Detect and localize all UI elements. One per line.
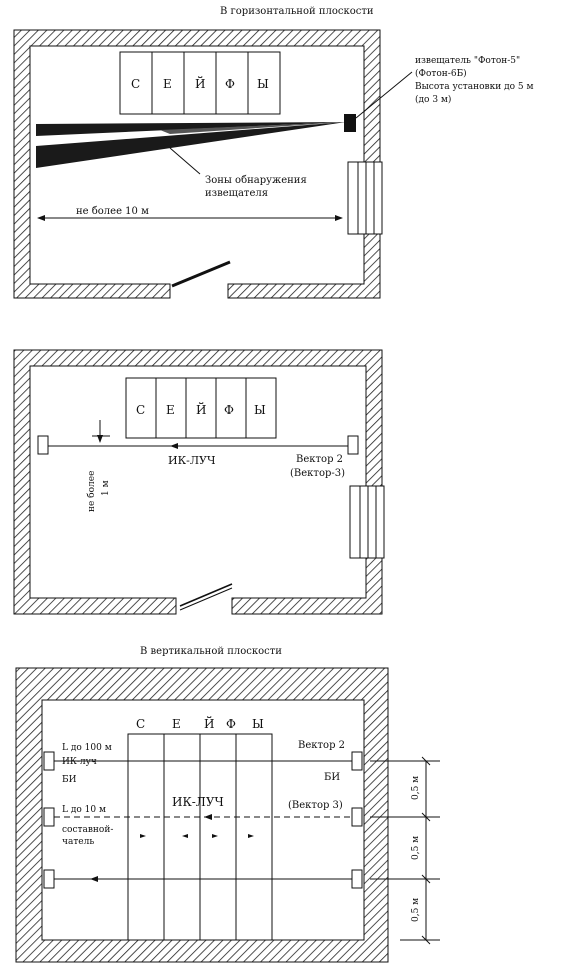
receiver-top-right	[351, 751, 363, 771]
room2-safe: С Е Й Ф Ы	[125, 377, 277, 439]
spacing-label-1: 0,5 м	[411, 776, 421, 800]
room2-window	[349, 485, 385, 559]
left-mid-label-1: L до 10 м	[62, 805, 106, 815]
safe-letter-5: Ы	[257, 77, 269, 91]
gap-label-2: 1 м	[101, 480, 111, 496]
room-elevation: С Е Й Ф Ы L до 100 м ИК-луч БИ L до 1	[15, 667, 440, 963]
safe3-letter-4: Ф	[226, 717, 236, 731]
safe3-letter-3: Й	[204, 715, 214, 731]
room1-walls	[13, 29, 381, 299]
detector-label-2: (Фотон-6Б)	[415, 68, 467, 79]
safe-letter-2: Е	[163, 77, 172, 91]
spacing-dimensions: 0,5 м 0,5 м 0,5 м	[370, 756, 440, 945]
safe-letter-3: Й	[195, 75, 205, 91]
left-mid-label-3: чатель	[62, 837, 94, 847]
vector3-label: (Вектор 3)	[288, 800, 343, 811]
room2-walls	[13, 349, 383, 615]
room1-safe: С Е Й Ф Ы	[119, 51, 281, 115]
vector2-label: Вектор 2	[298, 740, 345, 751]
spacing-label-3: 0,5 м	[411, 898, 421, 922]
safe-letter-1: С	[131, 77, 140, 91]
ir-beam-label-2: ИК-ЛУЧ	[168, 454, 215, 467]
detector-label-4: (до 3 м)	[415, 94, 451, 105]
gap-label-1: не более	[86, 471, 97, 512]
emitter-bottom-left	[43, 869, 55, 889]
room2-door	[179, 583, 233, 607]
left-top-label-2: ИК-луч	[62, 757, 97, 767]
safe3-letter-1: С	[136, 717, 145, 731]
emitter-mid-left	[43, 807, 55, 827]
vertical-plane-title: В вертикальной плоскости	[140, 646, 282, 657]
ir-beam-label-3: ИК-ЛУЧ	[172, 795, 224, 809]
distance-label: не более 10 м	[76, 206, 149, 217]
room1-door	[171, 260, 231, 288]
left-top-label-3: БИ	[62, 775, 77, 785]
photon-detector	[344, 114, 356, 132]
room3-safe: С Е Й Ф Ы	[127, 715, 273, 941]
room-plan-1: С Е Й Ф Ы извещатель "Фотон-5" (Фотон-6Б…	[13, 29, 534, 299]
safe2-letter-1: С	[136, 403, 145, 417]
safe2-letter-5: Ы	[254, 403, 266, 417]
horizontal-plane-title: В горизонтальной плоскости	[220, 6, 374, 17]
detector-label-1: извещатель "Фотон-5"	[415, 56, 520, 66]
safe3-letter-2: Е	[172, 717, 181, 731]
vector-label-1: Вектор 2	[296, 454, 343, 465]
safe2-letter-4: Ф	[224, 403, 234, 417]
column-arrows	[140, 834, 254, 838]
safe2-letter-2: Е	[166, 403, 175, 417]
detection-zones	[36, 122, 346, 168]
left-top-label-1: L до 100 м	[62, 743, 112, 753]
zones-label-2: извещателя	[205, 188, 268, 199]
emitter-left	[37, 435, 49, 455]
vector-label-2: (Вектор-3)	[290, 468, 345, 479]
receiver-mid-right	[351, 807, 363, 827]
room-plan-2: С Е Й Ф Ы ИК-ЛУЧ Вектор 2 (Вектор-3) не …	[13, 349, 385, 615]
left-mid-label-2: составной-	[62, 825, 113, 835]
room3-walls	[15, 667, 389, 963]
safe-letter-4: Ф	[225, 77, 235, 91]
safe2-letter-3: Й	[196, 401, 206, 417]
detector-label-3: Высота установки до 5 м	[415, 82, 534, 92]
emitter-top-left	[43, 751, 55, 771]
spacing-label-2: 0,5 м	[411, 836, 421, 860]
zones-label-1: Зоны обнаружения	[205, 175, 307, 186]
room1-window	[347, 161, 383, 235]
safe3-letter-5: Ы	[252, 717, 264, 731]
bi-label: БИ	[324, 772, 340, 783]
receiver-right	[347, 435, 359, 455]
receiver-bottom-right	[351, 869, 363, 889]
